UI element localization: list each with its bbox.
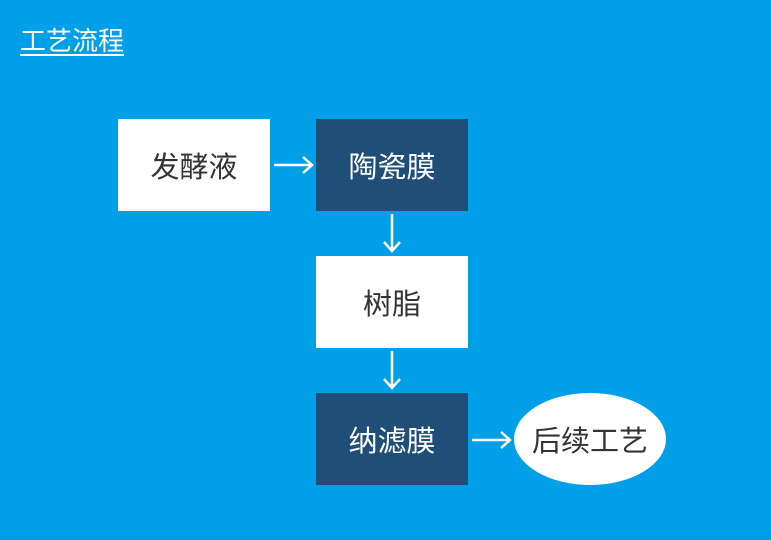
node-ceramic-membrane: 陶瓷膜	[316, 119, 468, 211]
node-nanofiltration-membrane: 纳滤膜	[316, 393, 468, 485]
node-resin: 树脂	[316, 256, 468, 348]
node-subsequent-process: 后续工艺	[514, 393, 666, 485]
node-fermentation-broth: 发酵液	[118, 119, 270, 211]
node-nanofiltration-membrane-label: 纳滤膜	[348, 424, 436, 458]
arrow-nano-to-followup	[472, 431, 512, 449]
node-resin-label: 树脂	[362, 287, 421, 321]
page-title: 工艺流程	[20, 27, 125, 57]
arrow-ceramic-to-resin	[383, 214, 401, 253]
arrow-resin-to-nano	[383, 351, 401, 390]
node-fermentation-broth-label: 发酵液	[150, 150, 238, 184]
node-ceramic-membrane-label: 陶瓷膜	[348, 150, 436, 184]
arrow-fermentation-to-ceramic	[274, 156, 314, 174]
node-subsequent-process-label: 后续工艺	[531, 424, 648, 458]
